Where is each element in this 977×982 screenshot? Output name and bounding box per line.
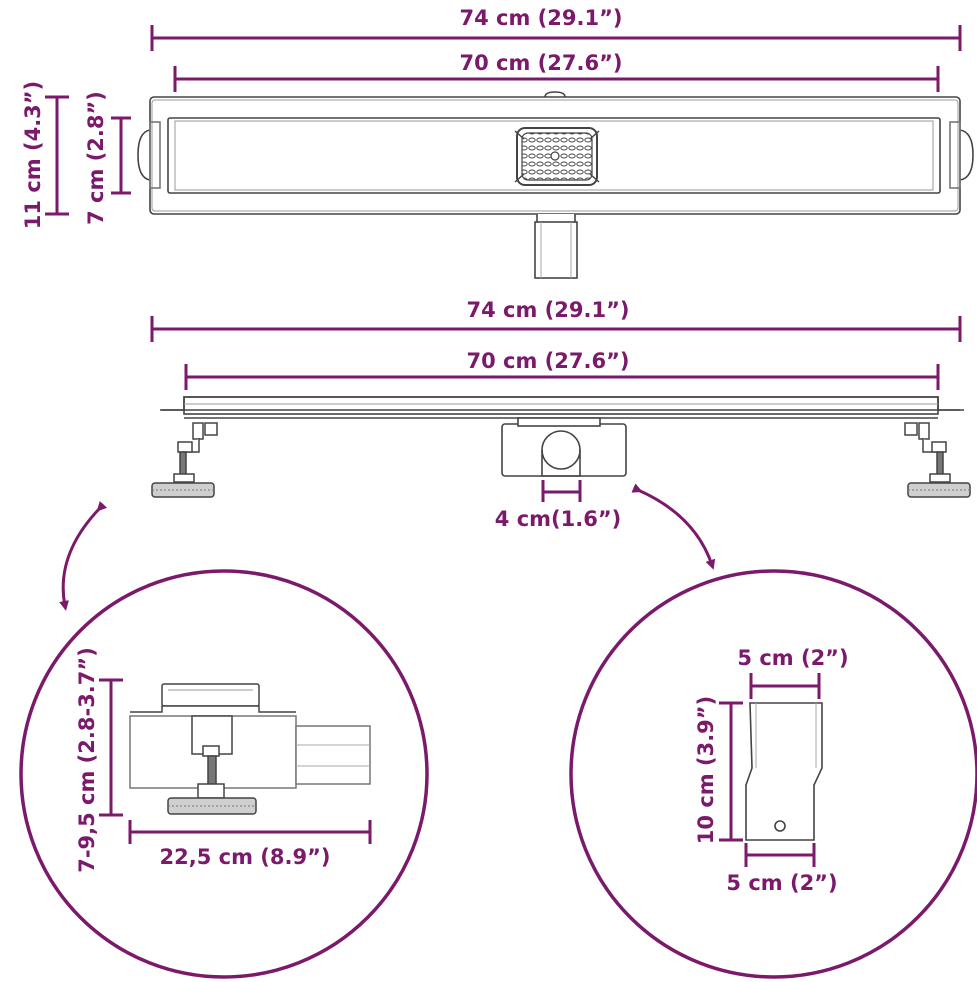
top-overall-length-label: 74 cm (29.1”)	[460, 6, 623, 30]
drain-side-body	[160, 396, 964, 419]
right-detail-height-dimension	[719, 701, 743, 842]
top-view: 74 cm (29.1”) 70 cm (27.6”) 11 cm (4.3”)…	[21, 6, 974, 279]
right-leveling-foot	[904, 422, 971, 498]
left-detail-cross-section	[129, 683, 371, 815]
top-inner-length-dimension	[173, 66, 940, 92]
outlet-width-label: 4 cm(1.6”)	[495, 507, 621, 531]
right-callout-arrow	[631, 483, 716, 570]
left-detail-callout: 7-9,5 cm (2.8-3.7”) 22,5 cm (8.9”)	[19, 569, 429, 979]
top-overall-width-label: 11 cm (4.3”)	[21, 81, 45, 229]
drain-outlet-pipe	[534, 214, 578, 279]
top-overall-width-dimension	[45, 95, 69, 216]
side-overall-length-label: 74 cm (29.1”)	[467, 298, 630, 322]
right-detail-outlet-pipe	[745, 702, 823, 841]
right-detail-callout: 5 cm (2”) 10 cm (3.9”) 5 cm (2”)	[569, 569, 977, 979]
right-detail-height-label: 10 cm (3.9”)	[694, 696, 718, 844]
outlet-width-dimension	[541, 480, 582, 502]
right-detail-bottom-width-label: 5 cm (2”)	[726, 871, 837, 895]
top-inner-length-label: 70 cm (27.6”)	[460, 51, 623, 75]
right-detail-bottom-width-dimension	[744, 843, 816, 867]
right-detail-top-width-label: 5 cm (2”)	[737, 646, 848, 670]
left-detail-depth-label: 22,5 cm (8.9”)	[160, 845, 331, 869]
left-detail-height-dimension	[99, 678, 123, 817]
left-detail-depth-dimension	[128, 820, 372, 844]
drain-grate	[514, 127, 600, 186]
left-leveling-foot	[151, 422, 218, 498]
left-callout-arrow	[59, 500, 108, 611]
side-view: 74 cm (29.1”) 70 cm (27.6”)	[150, 298, 971, 531]
side-overall-length-dimension	[150, 316, 962, 342]
top-overall-length-dimension	[150, 25, 962, 51]
top-inner-width-label: 7 cm (2.8”)	[84, 91, 108, 225]
side-inner-length-label: 70 cm (27.6”)	[467, 349, 630, 373]
left-detail-height-label: 7-9,5 cm (2.8-3.7”)	[75, 647, 99, 873]
right-detail-top-width-dimension	[749, 673, 821, 699]
top-inner-width-dimension	[111, 116, 131, 195]
side-outlet-box	[501, 417, 627, 477]
side-inner-length-dimension	[184, 364, 940, 390]
